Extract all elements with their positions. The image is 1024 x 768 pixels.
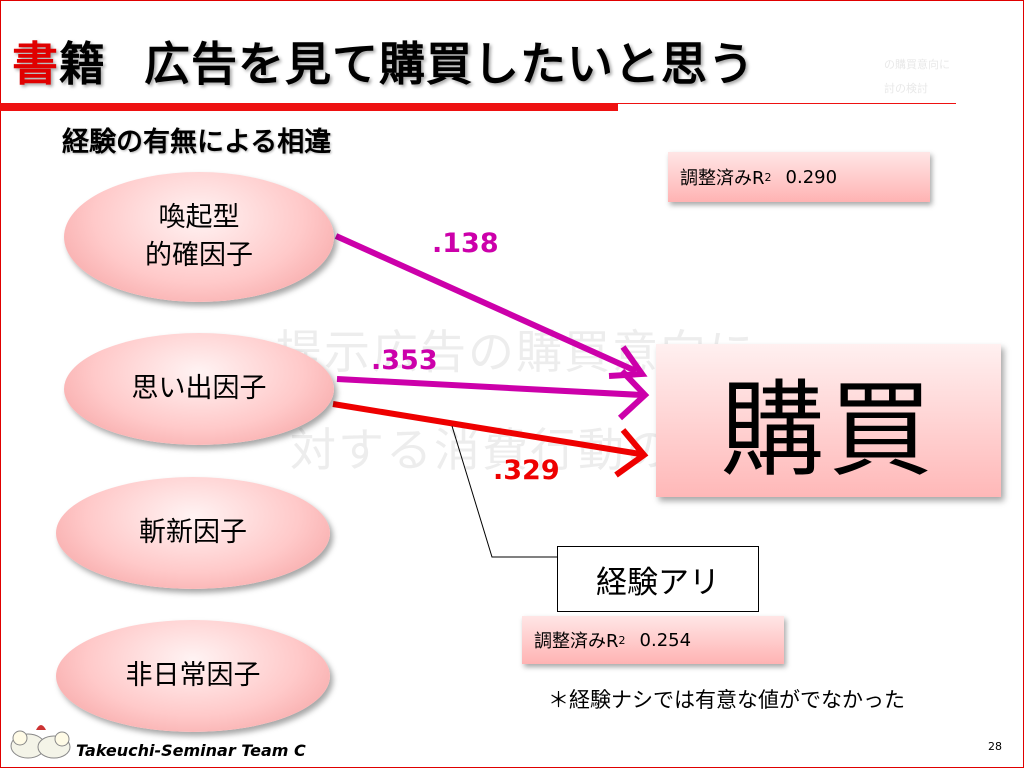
- slide-title: 書籍広告を見て購買したいと思う: [12, 28, 755, 94]
- coef-138: .138: [432, 228, 499, 259]
- title-main-text: 広告を見て購買したいと思う: [144, 37, 755, 91]
- arrow-shaft-353: [336, 376, 643, 398]
- title-underline-thin: [618, 103, 956, 104]
- arrow-shaft-138: [334, 233, 638, 374]
- arrow-head-329: [614, 428, 649, 478]
- factor-extraordinary: 非日常因子: [56, 620, 330, 732]
- group-label-experienced: 経験アリ: [557, 546, 759, 612]
- title-red-char: 書: [12, 37, 59, 91]
- subtitle: 経験の有無による相違: [62, 127, 332, 158]
- factor-memory: 思い出因子: [64, 333, 334, 445]
- watermark-small-1: の購買意向に: [884, 58, 950, 71]
- factor-novelty: 斬新因子: [56, 477, 330, 589]
- target-purchase: 購買: [656, 344, 1001, 497]
- coef-353: .353: [371, 345, 438, 376]
- title-underline-red: [0, 103, 618, 111]
- footnote-no-experience: ＊経験ナシでは有意な値がでなかった: [548, 688, 905, 712]
- factor-arousal-accuracy: 喚起型的確因子: [64, 172, 334, 302]
- coef-329: .329: [493, 455, 560, 486]
- title-second-char: 籍: [59, 37, 106, 91]
- group-callout-connector: [451, 425, 557, 558]
- sheep-mascot-icon: [10, 725, 71, 759]
- watermark-small-2: 討の検討: [884, 82, 928, 95]
- arrow-shaft-329: [332, 401, 641, 457]
- arrow-head-353: [617, 368, 650, 421]
- page-number: 28: [988, 740, 1002, 753]
- footer-team-name: Takeuchi-Seminar Team C: [76, 741, 306, 760]
- arrow-head-138: [608, 345, 648, 379]
